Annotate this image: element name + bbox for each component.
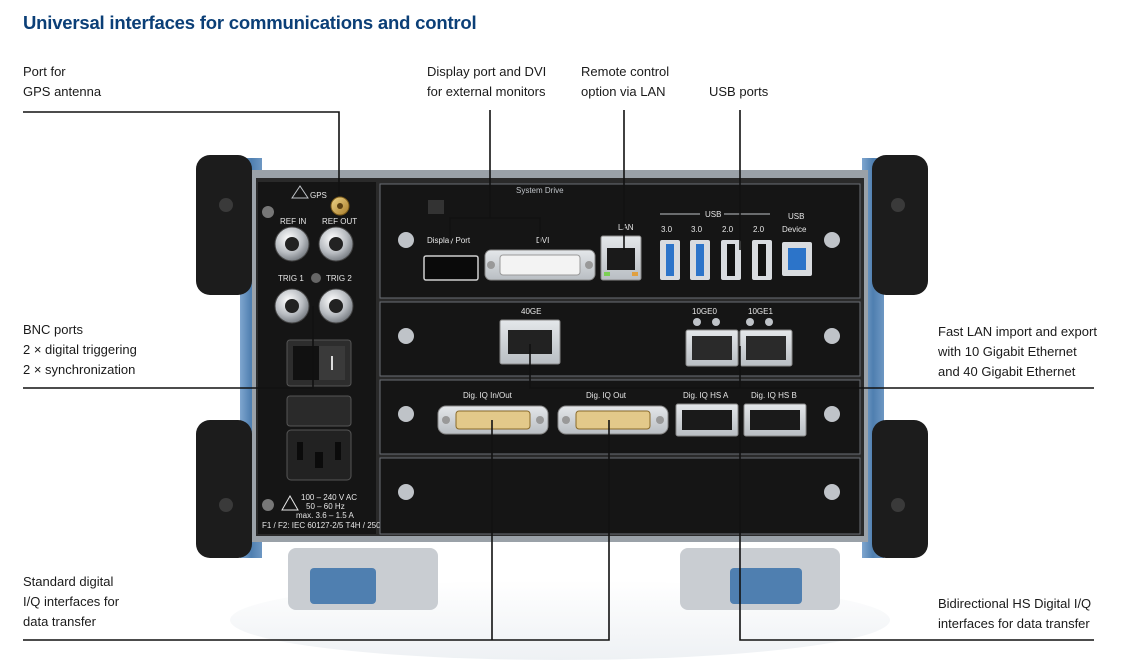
fuse-holder — [286, 395, 352, 427]
ref-in-label: REF IN — [280, 217, 306, 226]
module-slot-4 — [379, 457, 861, 535]
instrument-feet — [288, 548, 840, 610]
trig2-label: TRIG 2 — [326, 274, 352, 283]
callout-gps: Port for GPS antenna — [23, 64, 102, 99]
callout-remote: Remote control option via LAN — [581, 64, 670, 99]
callout-digital-iq: Standard digital I/Q interfaces for data… — [23, 574, 120, 629]
trig1-label: TRIG 1 — [278, 274, 304, 283]
system-drive-label: System Drive — [516, 186, 564, 195]
ref-out-label: REF OUT — [322, 217, 357, 226]
module-slot-3: Dig. IQ In/Out Dig. IQ Out Dig. IQ HS A … — [379, 379, 861, 455]
usb-3-0-b-label: 3.0 — [691, 225, 703, 234]
callout-usb: USB ports — [709, 84, 769, 99]
display-port-label: Display Port — [427, 236, 471, 245]
10ge1-label: 10GE1 — [748, 307, 773, 316]
left-connector-panel: GPS REF IN REF OUT TRIG 1 TRIG 2 100 – 2 — [258, 182, 389, 534]
leader-lines — [23, 110, 1094, 641]
dig-iq-hs-a-label: Dig. IQ HS A — [683, 391, 729, 400]
gps-label: GPS — [310, 191, 327, 200]
display-port-connector — [423, 255, 479, 281]
lan-label: LAN — [618, 223, 634, 232]
module-slot-1: System Drive Display Port DVI LAN USB 3.… — [379, 183, 861, 299]
40ge-label: 40GE — [521, 307, 541, 316]
10ge0-label: 10GE0 — [692, 307, 717, 316]
dvi-label: DVI — [536, 236, 549, 245]
usb-device-label-2: Device — [782, 225, 807, 234]
usb-3-0-a-label: 3.0 — [661, 225, 673, 234]
callout-fast-lan: Fast LAN import and export with 10 Gigab… — [938, 324, 1097, 379]
callout-bnc: BNC ports 2 × digital triggering 2 × syn… — [23, 322, 137, 377]
dig-iq-out-label: Dig. IQ Out — [586, 391, 627, 400]
usb-device-label-1: USB — [788, 212, 804, 221]
power-frequency-label: 50 – 60 Hz — [306, 502, 345, 511]
usb-2-0-b-label: 2.0 — [753, 225, 765, 234]
fuse-label: F1 / F2: IEC 60127-2/5 T4H / 250 V — [262, 521, 389, 530]
dig-iq-hs-b-label: Dig. IQ HS B — [751, 391, 797, 400]
callout-hs-digital-iq: Bidirectional HS Digital I/Q interfaces … — [938, 596, 1092, 631]
power-rating-label: 100 – 240 V AC — [301, 493, 357, 502]
usb-group-label: USB — [705, 210, 721, 219]
callout-display: Display port and DVI for external monito… — [427, 64, 547, 99]
dig-iq-inout-label: Dig. IQ In/Out — [463, 391, 513, 400]
page-title: Universal interfaces for communications … — [23, 12, 477, 33]
module-slot-2: 40GE 10GE0 10GE1 — [379, 301, 861, 377]
usb-2-0-a-label: 2.0 — [722, 225, 734, 234]
power-current-label: max. 3.6 – 1.5 A — [296, 511, 354, 520]
